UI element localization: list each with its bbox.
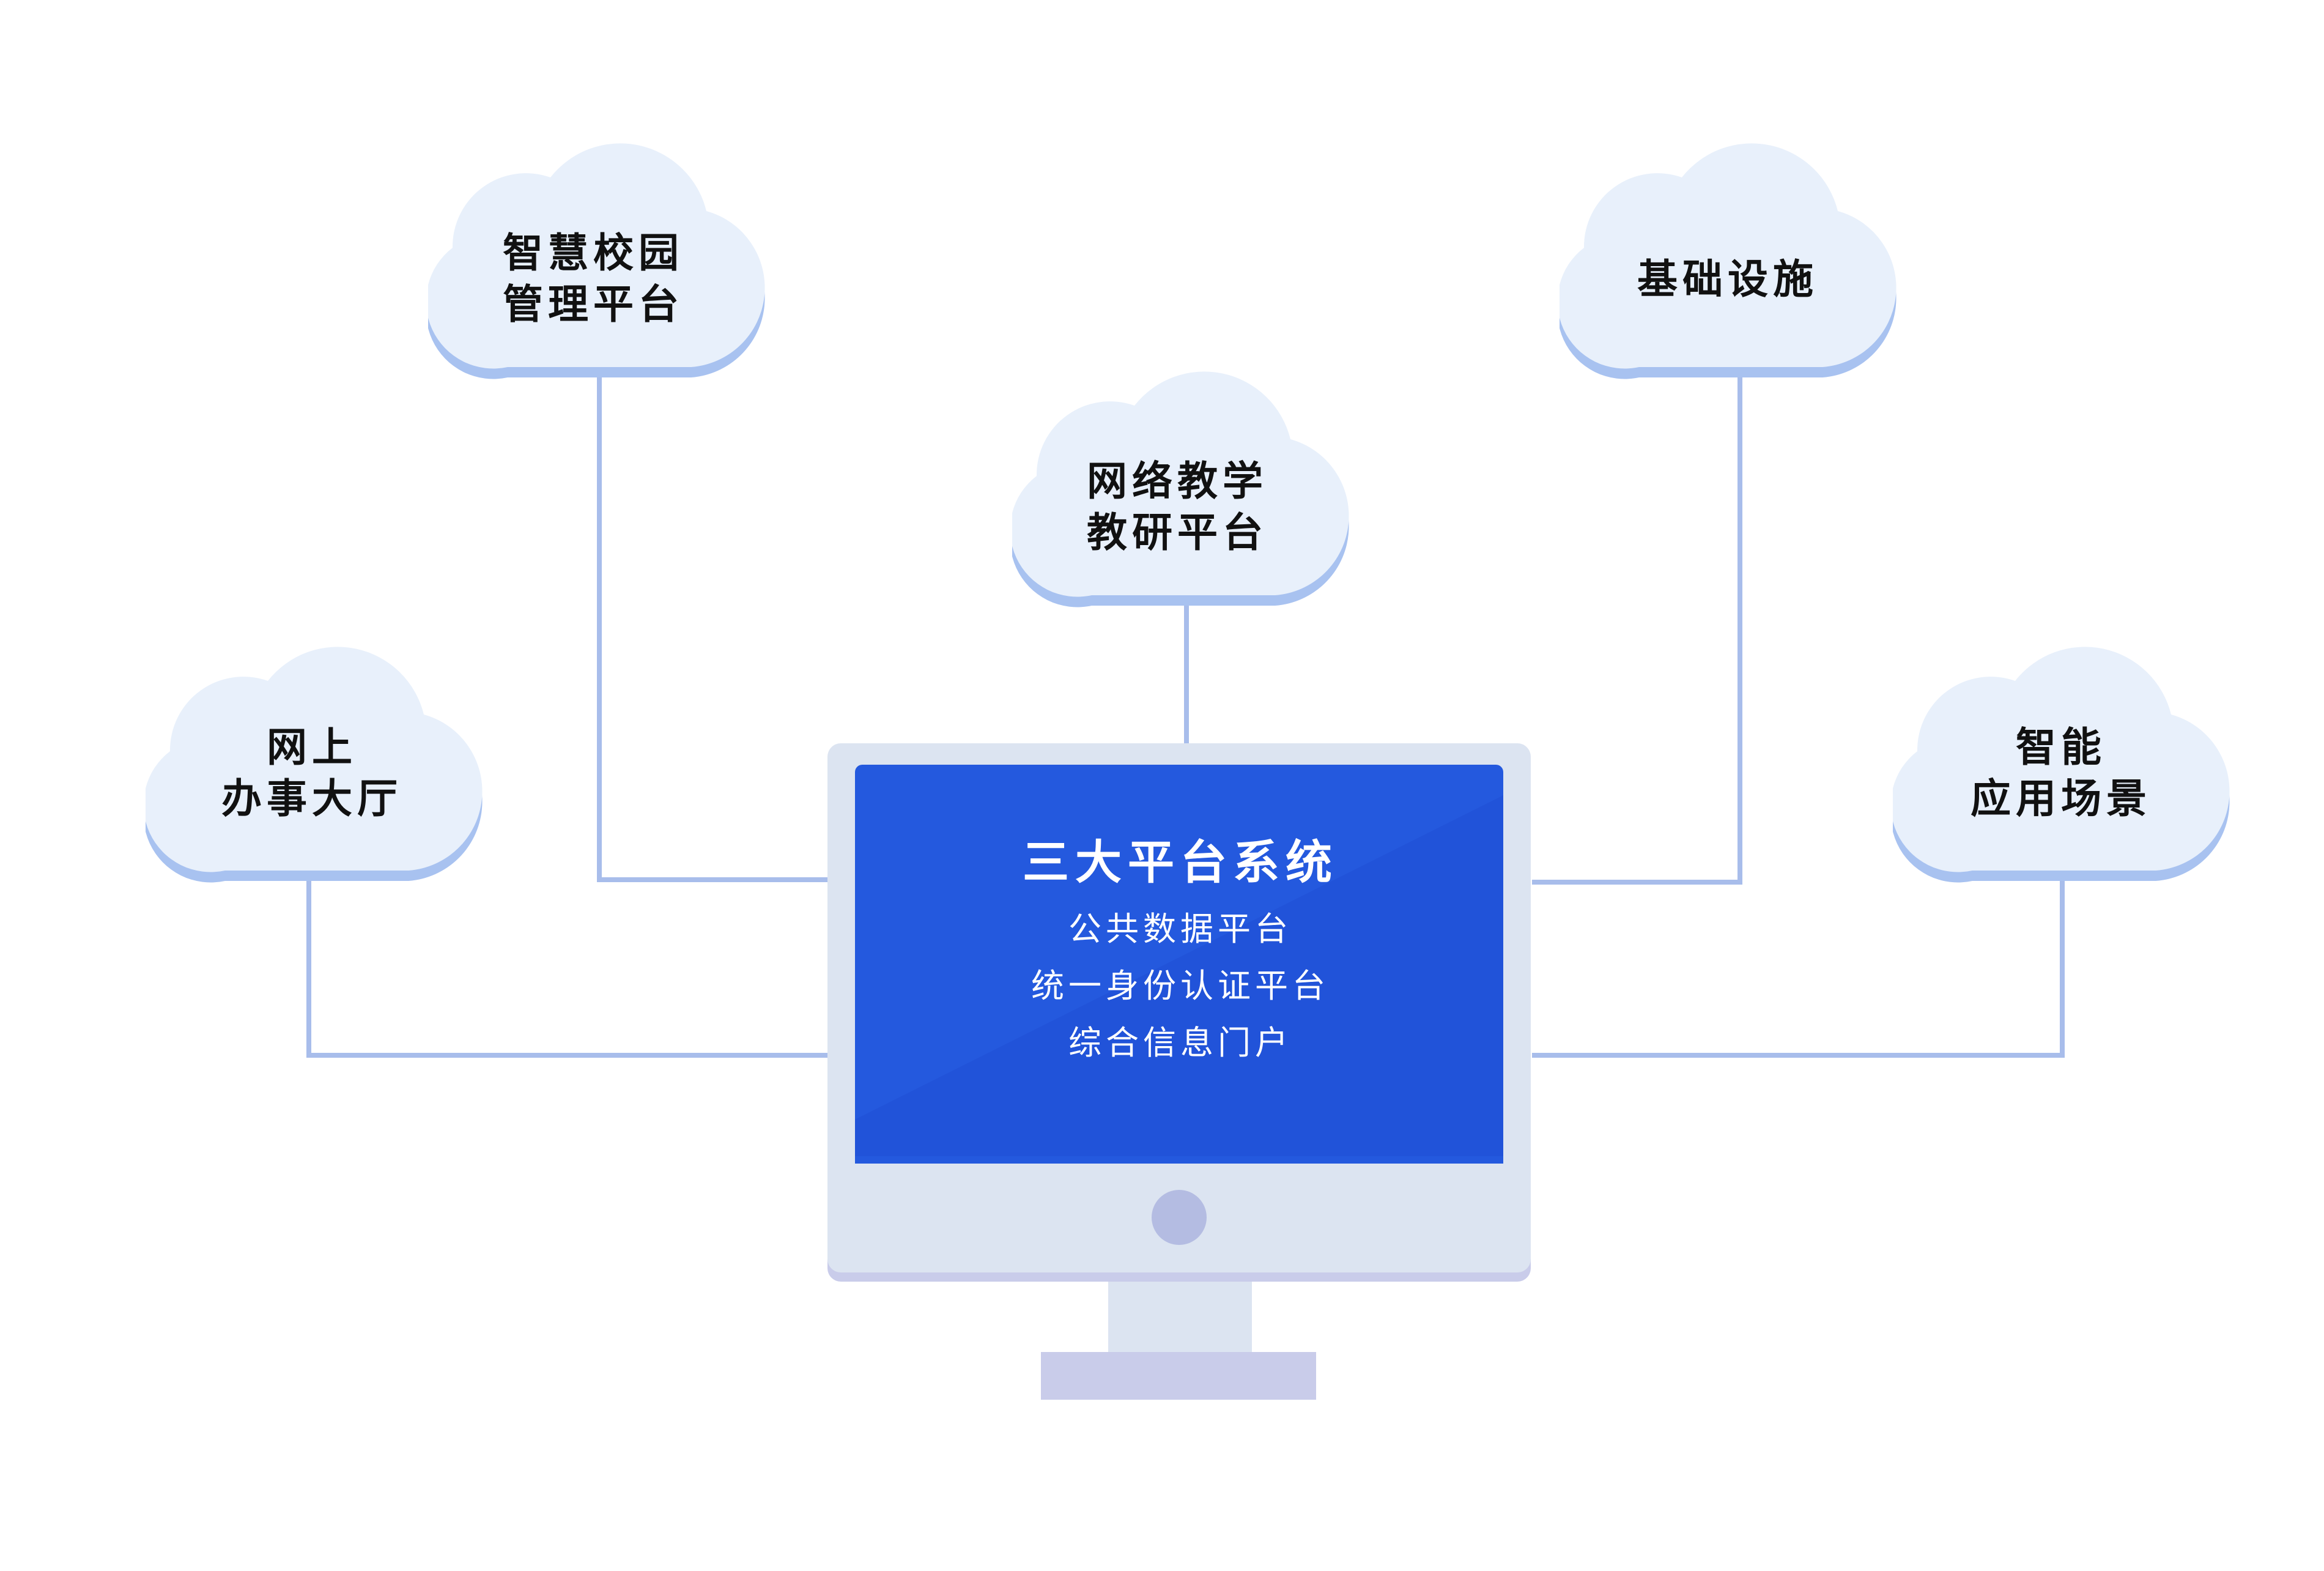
cloud-teaching-line-1: 网络教学	[1087, 458, 1268, 505]
connector-smart-scenes	[1532, 878, 2065, 1058]
screen-title: 三大平台系统	[1023, 835, 1338, 889]
cloud-online-hall-line-2: 办事大厅	[221, 775, 402, 822]
cloud-campus-line-2: 管理平台	[503, 281, 684, 328]
monitor-stand-neck	[1108, 1276, 1252, 1358]
cloud-online-hall-line-1: 网上	[267, 724, 357, 771]
cloud-label-smart-scenes: 智能 应用场景	[1902, 722, 2220, 825]
connector-infrastructure	[1532, 374, 1742, 885]
cloud-smart-scenes-line-2: 应用场景	[1971, 775, 2152, 822]
screen-bottom-edge	[855, 1156, 1503, 1164]
connector-campus	[597, 374, 832, 882]
connector-lines	[306, 374, 2065, 1058]
screen-item-public-data: 公共数据平台	[1068, 910, 1292, 948]
screen-content: 三大平台系统 公共数据平台 统一身份认证平台 综合信息门户	[856, 832, 1504, 1071]
screen-item-identity: 统一身份认证平台	[1031, 967, 1330, 1005]
screen-highlight	[855, 795, 1503, 1164]
cloud-label-online-hall: 网上 办事大厅	[153, 722, 471, 825]
monitor	[827, 743, 1531, 1400]
monitor-stand-base	[1041, 1352, 1316, 1400]
monitor-power-button	[1152, 1190, 1207, 1245]
cloud-label-teaching: 网络教学 教研平台	[1018, 456, 1336, 559]
cloud-label-campus: 智慧校园 管理平台	[434, 228, 752, 330]
cloud-smart-scenes-line-1: 智能	[2016, 724, 2106, 771]
screen-item-portal: 综合信息门户	[1068, 1023, 1292, 1062]
cloud-campus-line-1: 智慧校园	[503, 229, 684, 277]
cloud-teaching-line-2: 教研平台	[1087, 509, 1268, 556]
cloud-label-infrastructure: 基础设施	[1569, 254, 1887, 305]
connector-online-hall	[306, 878, 832, 1058]
cloud-infrastructure-line-1: 基础设施	[1637, 256, 1818, 303]
